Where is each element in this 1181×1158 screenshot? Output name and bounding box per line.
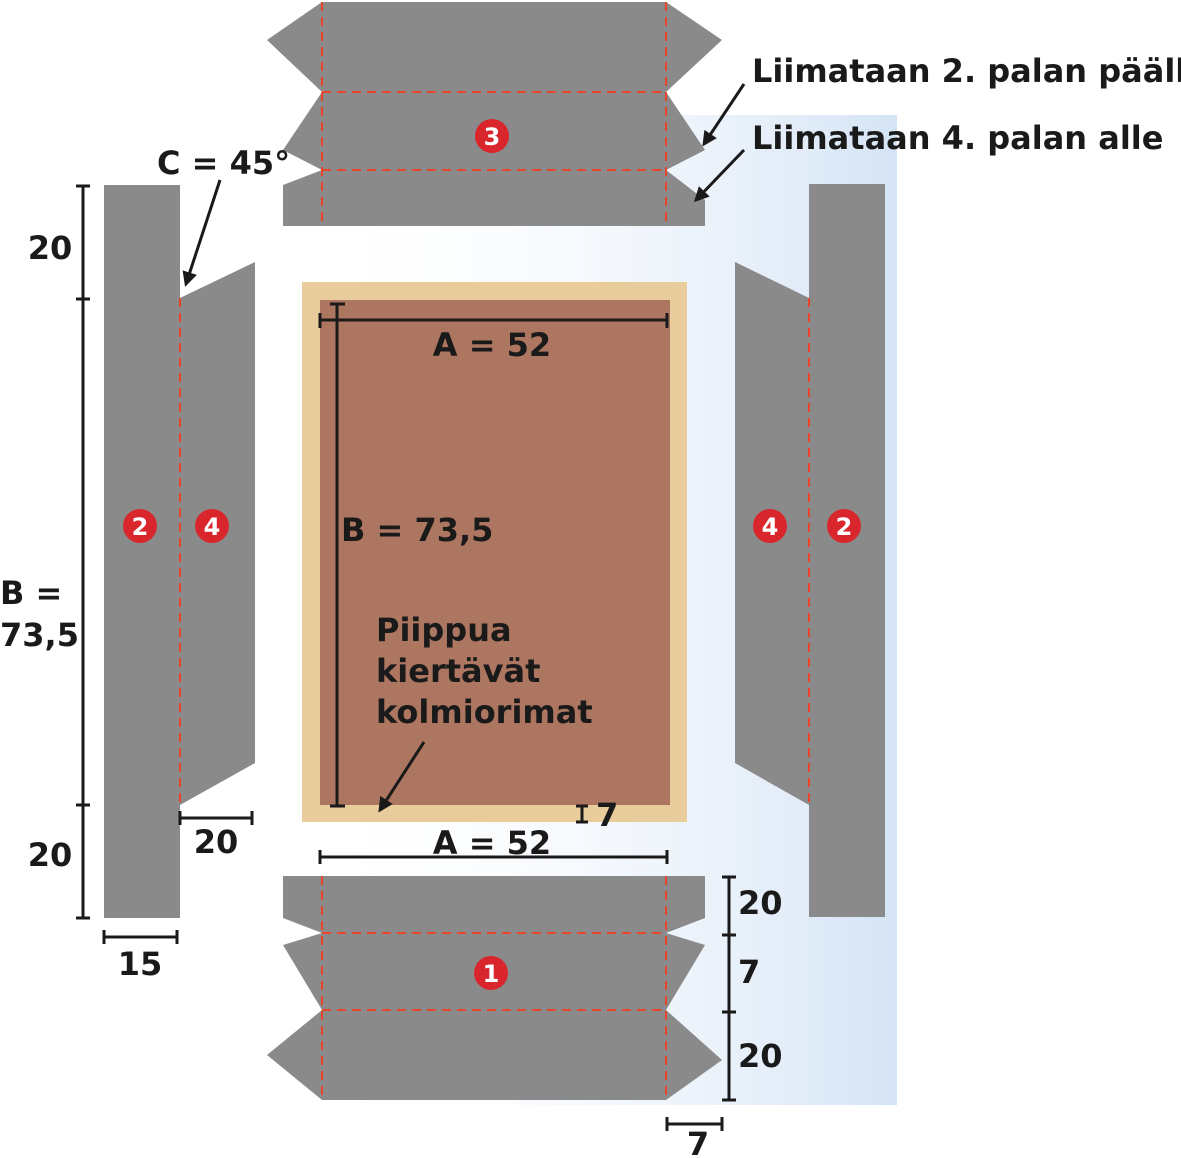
piece-3: 3 [267, 2, 722, 226]
badge-2-left: 2 [123, 509, 157, 543]
label-right-20-top: 20 [738, 884, 783, 922]
dim-a-bottom: A = 52 [318, 824, 669, 864]
label-angle: C = 45° [157, 144, 290, 182]
svg-text:1: 1 [483, 960, 500, 988]
dim-left-vertical: 20 B = 73,5 20 [0, 184, 90, 920]
piece-2-right [809, 184, 885, 917]
chimney-core [320, 300, 670, 805]
label-b-inner: B = 73,5 [341, 511, 493, 549]
annotation-triangle-battens: Piippua kiertävät kolmiorimat [376, 611, 593, 813]
piece-left-2-4: 2 4 [104, 185, 255, 918]
label-right-7: 7 [738, 953, 760, 991]
label-b-outer-1: B = [0, 574, 62, 612]
label-triangle-3: kolmiorimat [376, 693, 593, 731]
svg-text:2: 2 [132, 513, 149, 541]
label-width-20: 20 [194, 823, 239, 861]
svg-text:4: 4 [762, 513, 779, 541]
dim-width-15: 15 [102, 930, 179, 983]
piece-1-top-strip [283, 876, 705, 933]
badge-3: 3 [475, 119, 509, 153]
label-a-top: A = 52 [433, 326, 551, 364]
label-a-bottom: A = 52 [433, 824, 551, 862]
svg-text:2: 2 [836, 513, 853, 541]
dim-bottom-7: 7 [665, 1117, 724, 1158]
label-left-20-bottom: 20 [28, 836, 73, 874]
badge-4-right: 4 [753, 509, 787, 543]
dim-right-vertical: 20 7 20 [722, 875, 783, 1102]
dim-width-20: 20 [178, 811, 254, 861]
label-right-20-bottom: 20 [738, 1037, 783, 1075]
label-b-outer-2: 73,5 [0, 616, 79, 654]
piece-3-top-strip [267, 2, 722, 92]
badge-1: 1 [474, 956, 508, 990]
chimney [302, 282, 687, 822]
annotation-glue: Liimataan 2. palan päälle Liimataan 4. p… [693, 52, 1181, 203]
dim-b-inner: B = 73,5 [330, 302, 493, 808]
svg-text:3: 3 [484, 123, 501, 151]
annotation-angle: C = 45° [157, 144, 290, 287]
badge-4-left: 4 [195, 509, 229, 543]
label-frame-7: 7 [596, 796, 618, 834]
label-bottom-7: 7 [687, 1125, 709, 1158]
label-width-15: 15 [118, 945, 163, 983]
piece-1-bottom-strip [267, 1010, 722, 1100]
piece-3-bottom-strip [283, 170, 705, 226]
piece-2-left [104, 185, 180, 918]
label-triangle-1: Piippua [376, 611, 512, 649]
badge-2-right: 2 [827, 509, 861, 543]
label-glue-under: Liimataan 4. palan alle [752, 119, 1163, 157]
dim-frame-7: 7 [576, 796, 618, 834]
piece-1: 1 [267, 876, 722, 1100]
label-triangle-2: kiertävät [376, 652, 540, 690]
svg-text:4: 4 [204, 513, 221, 541]
label-glue-on-top: Liimataan 2. palan päälle [752, 52, 1181, 90]
dim-a-top: A = 52 [318, 313, 669, 364]
piece-right-4-2: 4 2 [735, 184, 885, 917]
label-left-20-top: 20 [28, 229, 73, 267]
